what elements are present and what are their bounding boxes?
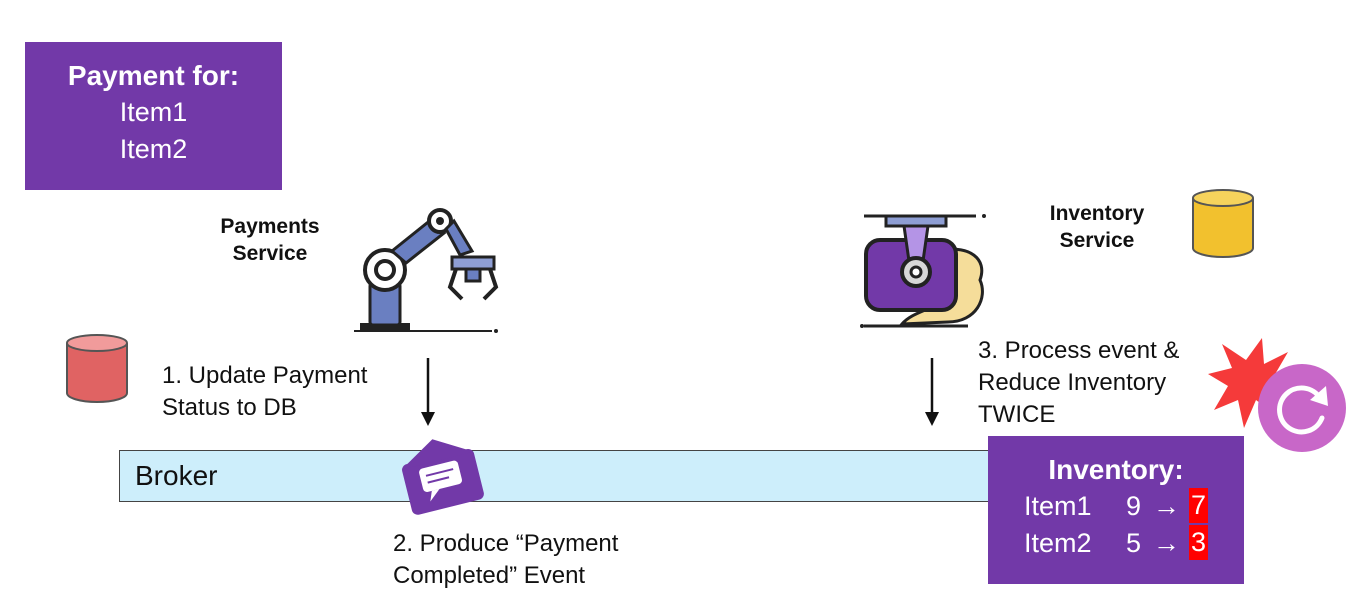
inventory-after: 7 bbox=[1189, 488, 1209, 523]
step3-line: 3. Process event & bbox=[978, 337, 1180, 364]
right-arrow: → bbox=[1153, 528, 1180, 558]
payments-service-label: Payments Service bbox=[205, 213, 335, 267]
step3-line: Reduce Inventory bbox=[978, 369, 1167, 396]
payments-service-label-line: Service bbox=[232, 242, 308, 265]
payment-box-title: Payment for: bbox=[67, 60, 240, 91]
inventory-before: 9 bbox=[1126, 491, 1142, 521]
machine-icon bbox=[860, 214, 986, 328]
down-arrow-icon bbox=[421, 358, 435, 426]
inventory-service-label-line: Service bbox=[1059, 229, 1135, 252]
payment-box: Payment for: Item1 Item2 bbox=[25, 42, 282, 190]
inventory-before: 5 bbox=[1126, 528, 1142, 558]
inventory-after: 3 bbox=[1189, 525, 1209, 560]
inventory-row: Item2 5 → 3 bbox=[988, 525, 1244, 562]
step1-text: 1. Update Payment Status to DB bbox=[162, 360, 367, 424]
payments-db-icon bbox=[66, 334, 128, 403]
right-arrow: → bbox=[1153, 491, 1180, 521]
step2-line: 2. Produce “Payment bbox=[393, 530, 619, 557]
inventory-item-name: Item1 bbox=[1024, 491, 1092, 521]
inventory-row: Item1 9 → 7 bbox=[988, 488, 1244, 525]
down-arrow-icon bbox=[925, 358, 939, 426]
payment-item: Item1 bbox=[119, 97, 188, 127]
inventory-service-label: Inventory Service bbox=[1036, 200, 1158, 254]
inventory-box-title: Inventory: bbox=[1048, 454, 1184, 485]
step3-line: TWICE bbox=[978, 401, 1056, 428]
retry-icon bbox=[1258, 364, 1346, 452]
broker-label: Broker bbox=[135, 460, 218, 491]
payment-item: Item2 bbox=[119, 134, 188, 164]
inventory-box: Inventory: Item1 9 → 7 Item2 5 → 3 bbox=[988, 436, 1244, 584]
step2-line: Completed” Event bbox=[393, 562, 586, 589]
inventory-db-icon bbox=[1192, 189, 1254, 258]
message-envelope-icon bbox=[401, 439, 484, 515]
step1-line: Status to DB bbox=[162, 394, 297, 421]
payments-service-label-line: Payments bbox=[220, 215, 320, 238]
step3-text: 3. Process event & Reduce Inventory TWIC… bbox=[978, 335, 1179, 431]
step2-text: 2. Produce “Payment Completed” Event bbox=[393, 528, 618, 592]
inventory-item-name: Item2 bbox=[1024, 528, 1092, 558]
inventory-service-label-line: Inventory bbox=[1049, 202, 1145, 225]
robot-arm-icon bbox=[354, 208, 499, 333]
broker-bar bbox=[119, 450, 999, 502]
step1-line: 1. Update Payment bbox=[162, 362, 368, 389]
